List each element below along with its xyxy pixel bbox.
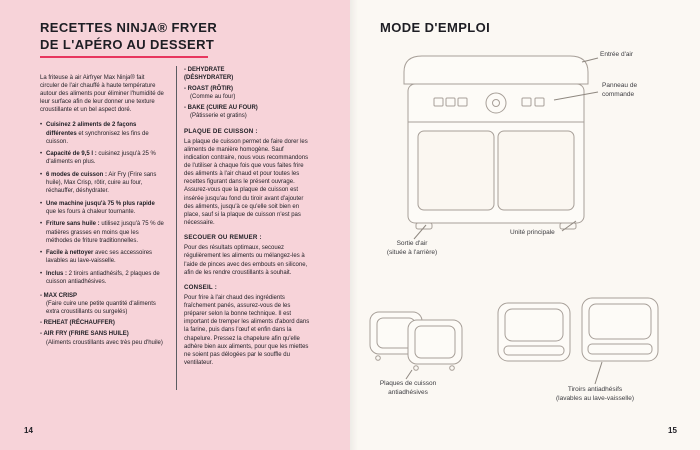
- modes-list-1: - MAX CRISP (Faire cuire une petite quan…: [40, 292, 164, 347]
- feature-lead: Inclus :: [46, 270, 68, 277]
- crisper-plates-illustration: [369, 311, 463, 371]
- page-number-right: 15: [668, 426, 677, 435]
- section-tip: CONSEIL : Pour frire à l'air chaud des i…: [184, 284, 310, 367]
- label-air-outlet: Sortie d'air (située à l'arrière): [386, 240, 438, 256]
- mode-name: - AIR FRY (FRIRE SANS HUILE): [40, 331, 129, 338]
- mode-item: - REHEAT (RÉCHAUFFER): [40, 319, 164, 327]
- feature-lead: Facile à nettoyer: [46, 250, 94, 257]
- feature-item: Capacité de 9,5 l : cuisinez jusqu'à 25 …: [40, 150, 164, 166]
- left-page-title: RECETTES NINJA® FRYER DE L'APÉRO AU DESS…: [40, 20, 218, 52]
- feature-list: Cuisinez 2 aliments de 2 façons différen…: [40, 121, 164, 286]
- left-column-2: - DEHYDRATE (DÉSHYDRATER) - ROAST (RÔTIR…: [184, 66, 310, 367]
- label-control-panel: Panneau de commande: [602, 82, 638, 98]
- feature-item: Facile à nettoyer avec ses accessoires l…: [40, 249, 164, 265]
- air-fryer-illustration: [369, 55, 659, 385]
- feature-item: Cuisinez 2 aliments de 2 façons différen…: [40, 121, 164, 145]
- feature-lead: Une machine jusqu'à 75 % plus rapide: [46, 200, 155, 207]
- mode-desc: (Comme au four): [190, 94, 236, 101]
- feature-rest: cuisinez jusqu'à 25 % d'aliments en plus…: [46, 151, 156, 166]
- mode-desc: (Pâtisserie et gratins): [190, 113, 247, 120]
- feature-rest: et synchronisez les fins de cuisson.: [46, 130, 149, 145]
- feature-rest: que les fours à chaleur tournante.: [46, 208, 136, 215]
- feature-rest: Air Fry (Frire sans huile), Max Crisp, r…: [46, 171, 157, 195]
- left-column-1: La friteuse à air Airfryer Max Ninja® fa…: [40, 74, 164, 350]
- section-heading: PLAQUE DE CUISSON :: [184, 127, 258, 135]
- feature-rest: 2 tiroirs antiadhésifs, 2 plaques de cui…: [46, 270, 160, 285]
- feature-lead: 6 modes de cuisson :: [46, 171, 108, 178]
- column-divider: [176, 66, 177, 390]
- label-crisper-plates: Plaques de cuisson antiadhésives: [379, 380, 437, 396]
- section-body: Pour des résultats optimaux, secouez rég…: [184, 245, 308, 276]
- mode-item: - DEHYDRATE (DÉSHYDRATER): [184, 66, 310, 82]
- feature-item: 6 modes de cuisson : Air Fry (Frire sans…: [40, 171, 164, 195]
- section-body: Pour frire à l'air chaud des ingrédients…: [184, 295, 310, 366]
- feature-item: Friture sans huile : utilisez jusqu'à 75…: [40, 220, 164, 244]
- section-heading: CONSEIL :: [184, 283, 217, 291]
- left-page: RECETTES NINJA® FRYER DE L'APÉRO AU DESS…: [0, 0, 350, 450]
- mode-name: - BAKE (CUIRE AU FOUR): [184, 105, 258, 112]
- callout-lines: [405, 57, 603, 385]
- mode-name: - MAX CRISP: [40, 293, 78, 300]
- page-number-left: 14: [24, 426, 33, 435]
- section-body: La plaque de cuisson permet de faire dor…: [184, 138, 309, 226]
- label-drawers: Tiroirs antiadhésifs (lavables au lave-v…: [555, 386, 635, 402]
- feature-lead: Friture sans huile :: [46, 221, 100, 228]
- feature-lead: Capacité de 9,5 l :: [46, 151, 97, 158]
- label-main-unit: Unité principale: [510, 229, 555, 236]
- drawers-illustration: [497, 297, 659, 362]
- feature-lead: Cuisinez 2 aliments de 2 façons différen…: [46, 122, 137, 137]
- mode-desc: (Aliments croustillants avec très peu d'…: [46, 339, 163, 346]
- modes-list-2: - DEHYDRATE (DÉSHYDRATER) - ROAST (RÔTIR…: [184, 66, 310, 121]
- mode-item: - ROAST (RÔTIR) (Comme au four): [184, 85, 310, 101]
- right-page: MODE D'EMPLOI: [350, 0, 700, 450]
- mode-name: - ROAST (RÔTIR): [184, 86, 233, 93]
- mode-item: - MAX CRISP (Faire cuire une petite quan…: [40, 292, 164, 316]
- mode-item: - AIR FRY (FRIRE SANS HUILE) (Aliments c…: [40, 330, 164, 346]
- mode-name: - REHEAT (RÉCHAUFFER): [40, 320, 115, 327]
- air-fryer-unit: [403, 55, 589, 230]
- mode-name: - DEHYDRATE (DÉSHYDRATER): [184, 67, 234, 82]
- section-shake-stir: SECOUER OU REMUER : Pour des résultats o…: [184, 234, 310, 277]
- section-heading: SECOUER OU REMUER :: [184, 233, 262, 241]
- title-underline: [40, 56, 208, 58]
- feature-item: Inclus : 2 tiroirs antiadhésifs, 2 plaqu…: [40, 270, 164, 286]
- mode-desc: (Faire cuire une petite quantité d'alime…: [46, 301, 156, 316]
- control-panel-illustration: [433, 92, 545, 114]
- section-cooking-plate: PLAQUE DE CUISSON : La plaque de cuisson…: [184, 128, 310, 227]
- feature-rest: utilisez jusqu'à 75 % de matières grasse…: [46, 221, 164, 244]
- label-air-inlet: Entrée d'air: [600, 51, 634, 58]
- mode-item: - BAKE (CUIRE AU FOUR) (Pâtisserie et gr…: [184, 104, 310, 120]
- feature-rest: avec ses accessoires lavables au lave-va…: [46, 250, 153, 265]
- right-page-title: MODE D'EMPLOI: [380, 20, 491, 35]
- intro-paragraph: La friteuse à air Airfryer Max Ninja® fa…: [40, 75, 164, 114]
- feature-item: Une machine jusqu'à 75 % plus rapide que…: [40, 200, 164, 216]
